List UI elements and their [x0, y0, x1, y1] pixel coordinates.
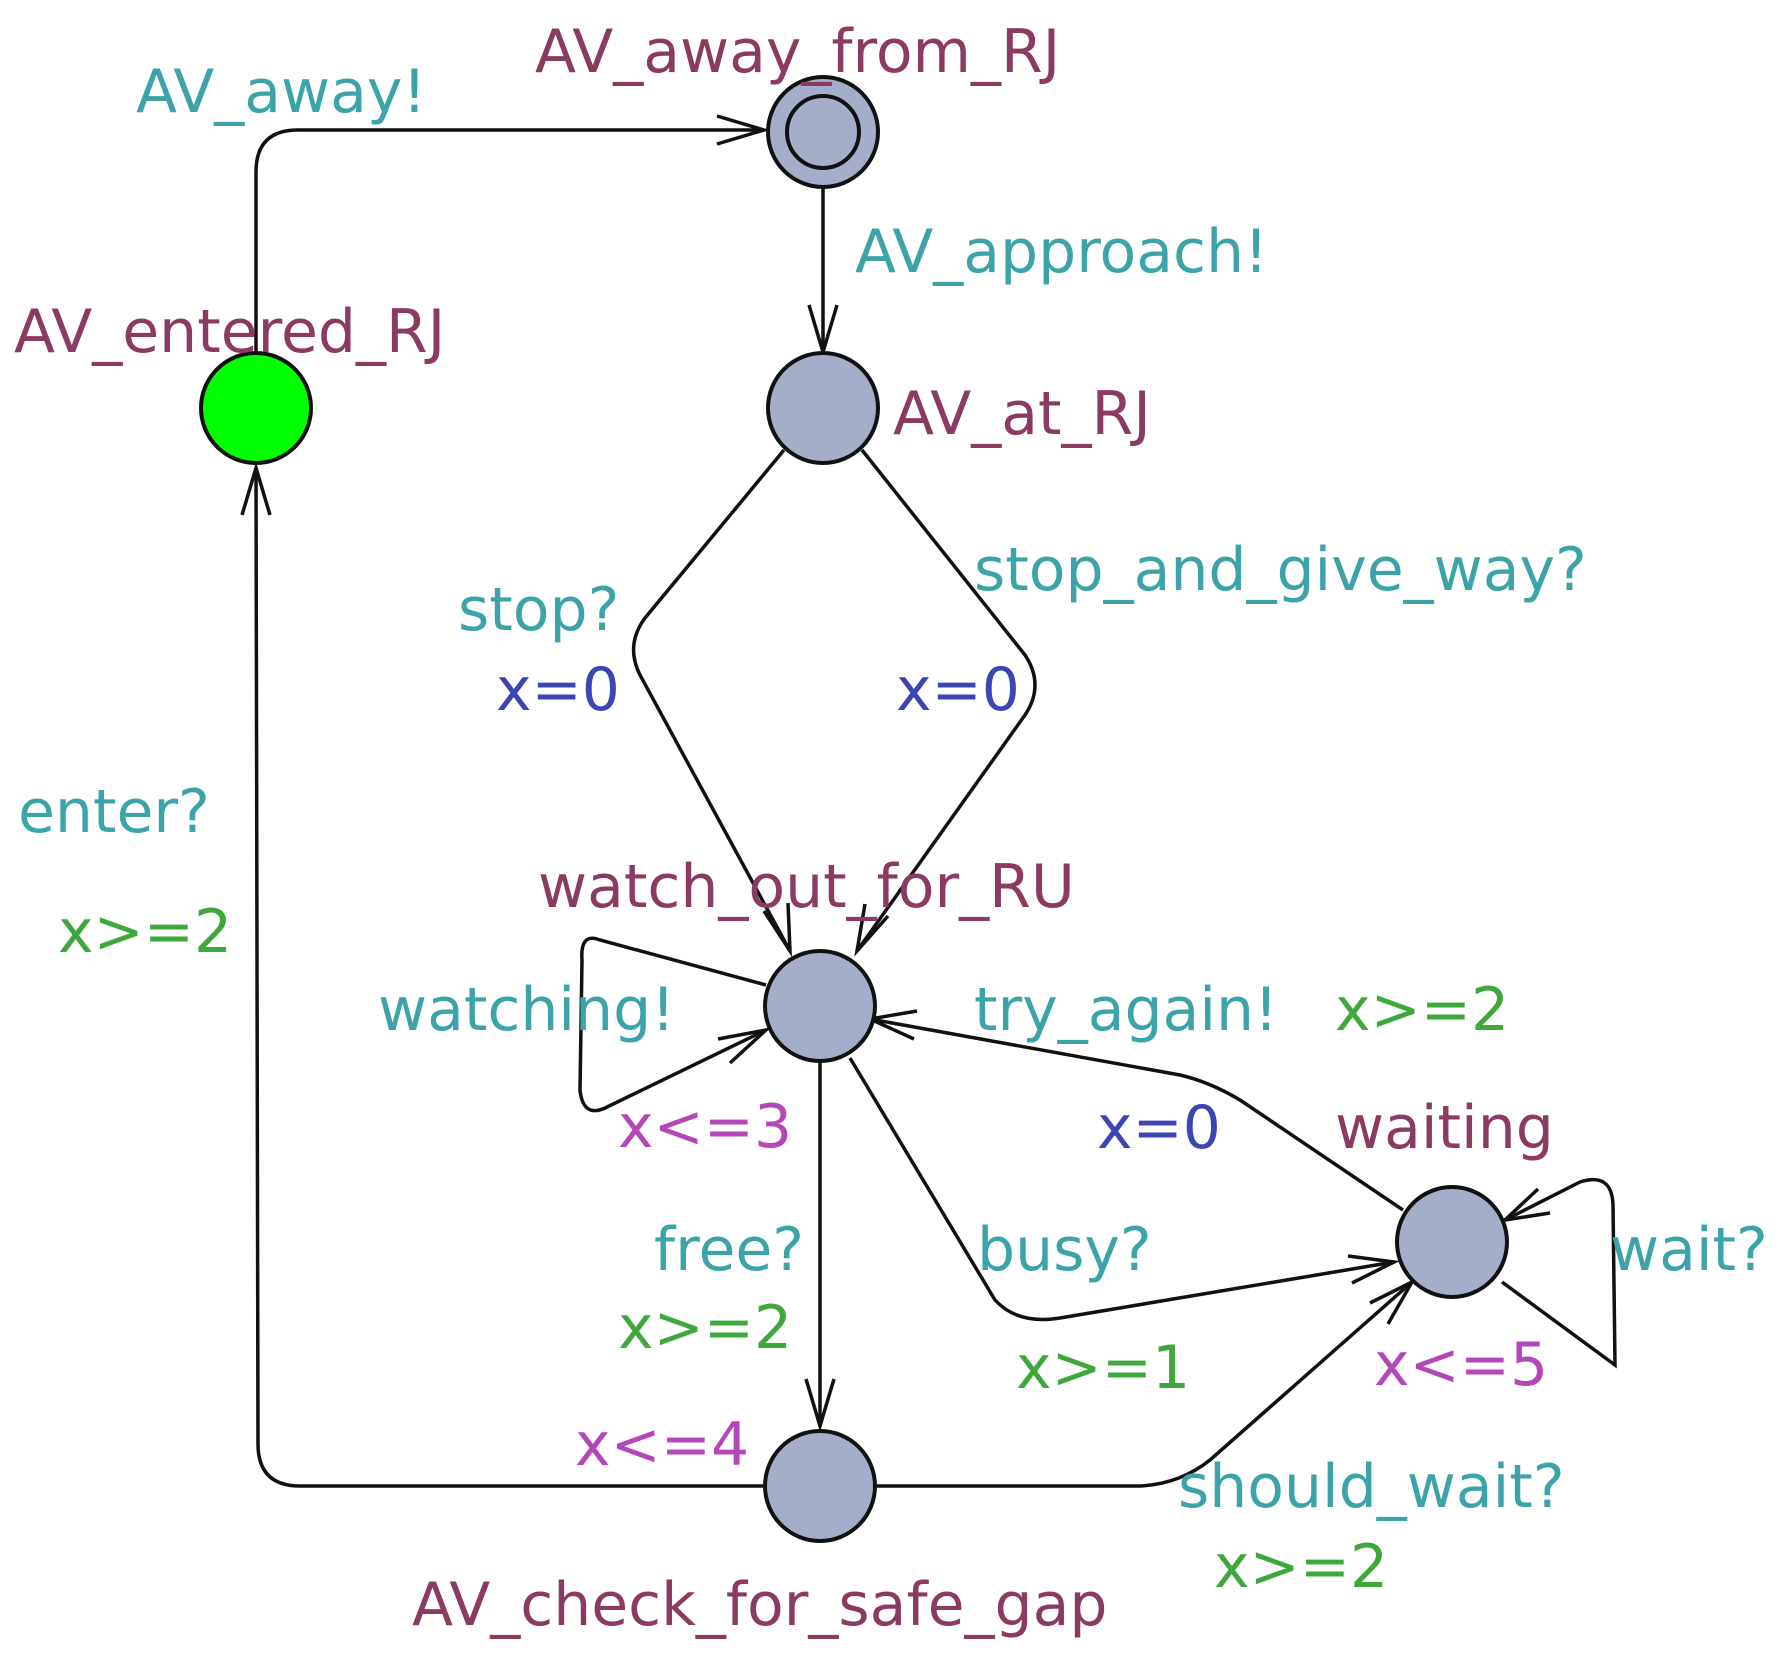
location-name-av-entered-rj: AV_entered_RJ: [14, 297, 445, 367]
location-name-watch-out-for-ru: watch_out_for_RU: [538, 852, 1075, 922]
guard-enter: x>=2: [58, 897, 232, 967]
location-av-entered-rj: [199, 351, 313, 465]
sync-av-away: AV_away!: [136, 57, 426, 127]
location-watch-out-for-ru: [763, 949, 877, 1063]
location-av-at-rj: [766, 351, 880, 465]
assign-try-again: x=0: [1097, 1093, 1221, 1163]
edge-av-approach: [807, 188, 839, 359]
initial-location-marker: [199, 351, 313, 465]
sync-stop: stop?: [458, 575, 619, 645]
edge-av-away: [254, 114, 771, 362]
edge-wait-loop: [1499, 1177, 1617, 1369]
edge-free: [804, 1062, 836, 1433]
guard-try-again: x>=2: [1335, 975, 1509, 1045]
location-name-waiting: waiting: [1335, 1093, 1554, 1163]
sync-wait: wait?: [1610, 1215, 1768, 1285]
location-name-av-at-rj: AV_at_RJ: [893, 379, 1151, 449]
sync-try-again: try_again!: [974, 975, 1278, 1045]
location-av-check-for-safe-gap: [763, 1429, 877, 1543]
assign-stop: x=0: [496, 655, 620, 725]
location-waiting: [1395, 1185, 1509, 1299]
edge-enter: [240, 461, 763, 1488]
invariant-waiting: x<=5: [1374, 1330, 1548, 1400]
sync-enter: enter?: [18, 777, 210, 847]
location-name-av-away-from-rj: AV_away_from_RJ: [535, 17, 1060, 87]
sync-av-approach: AV_approach!: [855, 217, 1268, 287]
location-av-away-from-rj: [766, 75, 880, 189]
guard-busy: x>=1: [1016, 1333, 1190, 1403]
committed-location-inner-ring: [785, 94, 861, 170]
edge-stop-and-give-way: [854, 448, 1037, 957]
sync-should-wait: should_wait?: [1178, 1452, 1565, 1522]
edge-watching-loop: [578, 936, 772, 1113]
assign-stop-and-give-way: x=0: [896, 655, 1020, 725]
edge-stop: [631, 448, 793, 958]
guard-should-wait: x>=2: [1214, 1532, 1388, 1602]
invariant-watch-out: x<=3: [618, 1092, 792, 1162]
sync-free: free?: [654, 1215, 804, 1285]
edge-busy: [848, 1057, 1400, 1322]
guard-free: x>=2: [618, 1293, 792, 1363]
invariant-check-gap: x<=4: [575, 1410, 749, 1480]
sync-stop-and-give-way: stop_and_give_way?: [974, 535, 1587, 605]
sync-busy: busy?: [977, 1215, 1152, 1285]
sync-watching: watching!: [378, 975, 675, 1045]
location-name-av-check-for-safe-gap: AV_check_for_safe_gap: [412, 1570, 1107, 1640]
